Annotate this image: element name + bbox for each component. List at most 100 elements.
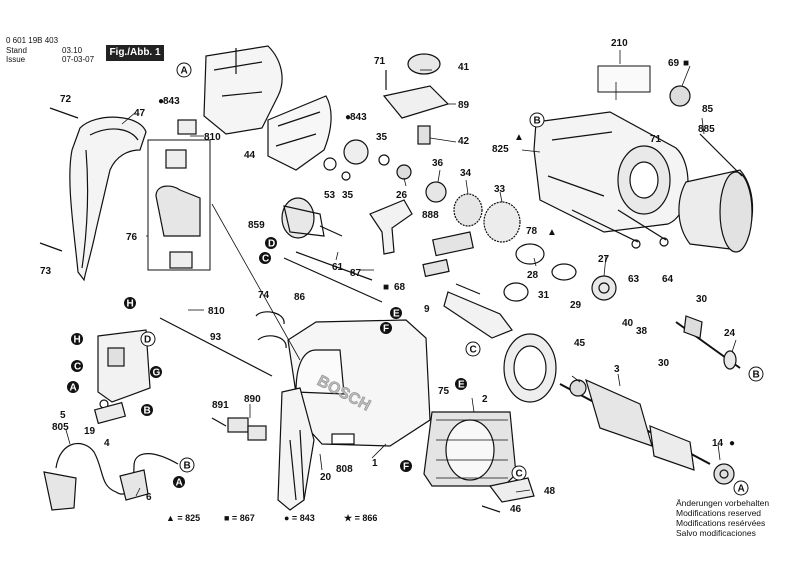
callout-E-stator: E [455,378,467,391]
callout-H-left: H [71,333,83,346]
svg-text:C: C [516,469,523,480]
ring-78 [515,243,545,265]
gear-housing-825 [533,111,689,233]
knob-69 [669,85,691,107]
part-87: 87 [350,268,362,279]
legend-square: ■ = 867 [224,513,255,523]
part-35a: 35 [376,132,388,143]
part-69: 69 [668,58,680,69]
part-891: 891 [212,400,229,411]
part-20: 20 [320,472,332,483]
part-46: 46 [510,504,522,515]
part-63: 63 [628,274,640,285]
legend-dot: ● = 843 [284,513,315,523]
part-825: 825 [492,144,509,155]
part-810b: 810 [208,306,225,317]
part-38: 38 [636,326,648,337]
part-29: 29 [570,300,582,311]
part-61: 61 [332,262,344,273]
rod-86 [283,257,383,303]
callout-C-stator: C [511,465,527,481]
legend-star: ★ = 866 [344,513,377,523]
bearing-35 [378,154,390,166]
note-de: Änderungen vorbehalten [676,498,770,508]
trigger-switch [93,329,151,425]
part-1: 1 [372,458,378,469]
part-74: 74 [258,290,270,301]
gear-33 [483,201,521,243]
part-890: 890 [244,394,261,405]
note-en: Modifications reserved [676,508,762,518]
callout-F-stator: F [400,460,412,473]
svg-text:E: E [393,309,400,320]
part-6: 6 [146,492,152,503]
callout-G-left: G [150,366,162,379]
label-210 [597,65,651,93]
part-27: 27 [598,254,610,265]
label-808 [331,433,355,445]
part-859: 859 [248,220,265,231]
issue-value: 07-03-07 [62,55,95,64]
chuck-key-885 [699,133,743,177]
part-30a: 30 [696,294,708,305]
selector-89 [382,85,450,119]
part-35b: 35 [342,190,354,201]
symbol-legend: ▲ = 825 ■ = 867 ● = 843 ★ = 866 [166,513,377,523]
part-33: 33 [494,184,506,195]
small-armature [281,197,343,239]
part-30b: 30 [658,358,670,369]
part-53: 53 [324,190,336,201]
part-843a: 843 [163,96,180,107]
part-labels: 210 69 ■ 71 71 41 89 42 36 26 34 33 843 … [40,38,736,515]
screw-72 [49,107,79,119]
svg-text:G: G [153,368,161,379]
svg-text:B: B [144,406,151,417]
part-2: 2 [482,394,488,405]
svg-text:B: B [753,370,760,381]
rod-87 [295,251,373,281]
ring-28 [551,263,577,281]
callout-B-left: B [141,404,153,417]
part-31: 31 [538,290,550,301]
screw-46 [481,505,501,513]
screw-73 [39,242,63,252]
part-28: 28 [527,270,539,281]
svg-text:■: ■ [683,58,689,69]
svg-text:A: A [738,484,745,495]
part-48: 48 [544,486,556,497]
callout-C-left: C [71,360,83,373]
part-75: 75 [438,386,450,397]
lock-888 [369,199,413,255]
part-26: 26 [396,190,408,201]
slider-68 [422,258,450,278]
main-housing [277,319,431,511]
callout-circles: A B D C H E F C B H D C G A B E F C B A … [67,62,764,496]
svg-text:A: A [176,478,183,489]
part-34: 34 [460,168,472,179]
svg-text:D: D [144,335,151,346]
modification-notes: Änderungen vorbehalten Modifications res… [676,498,796,538]
part-24: 24 [724,328,736,339]
part-93: 93 [210,332,222,343]
part-42: 42 [458,136,470,147]
svg-text:E: E [458,380,465,391]
switch-assembly [147,119,211,271]
field-stator [423,411,517,487]
svg-text:D: D [268,239,275,250]
callout-B-top: B [529,112,545,128]
part-843b: 843 [350,112,367,123]
part-19: 19 [84,426,96,437]
figure-label: Fig./Abb. 1 [106,45,164,61]
part-5: 5 [60,410,66,421]
part-210: 210 [611,38,628,49]
pin-42 [417,125,431,145]
svg-text:■: ■ [383,282,389,293]
issue-label: Issue [6,55,26,64]
callout-A-cord: A [173,476,185,489]
part-68: 68 [394,282,406,293]
top-housing [203,45,283,135]
svg-text:C: C [74,362,81,373]
part-72: 72 [60,94,72,105]
knob-41 [407,53,441,75]
